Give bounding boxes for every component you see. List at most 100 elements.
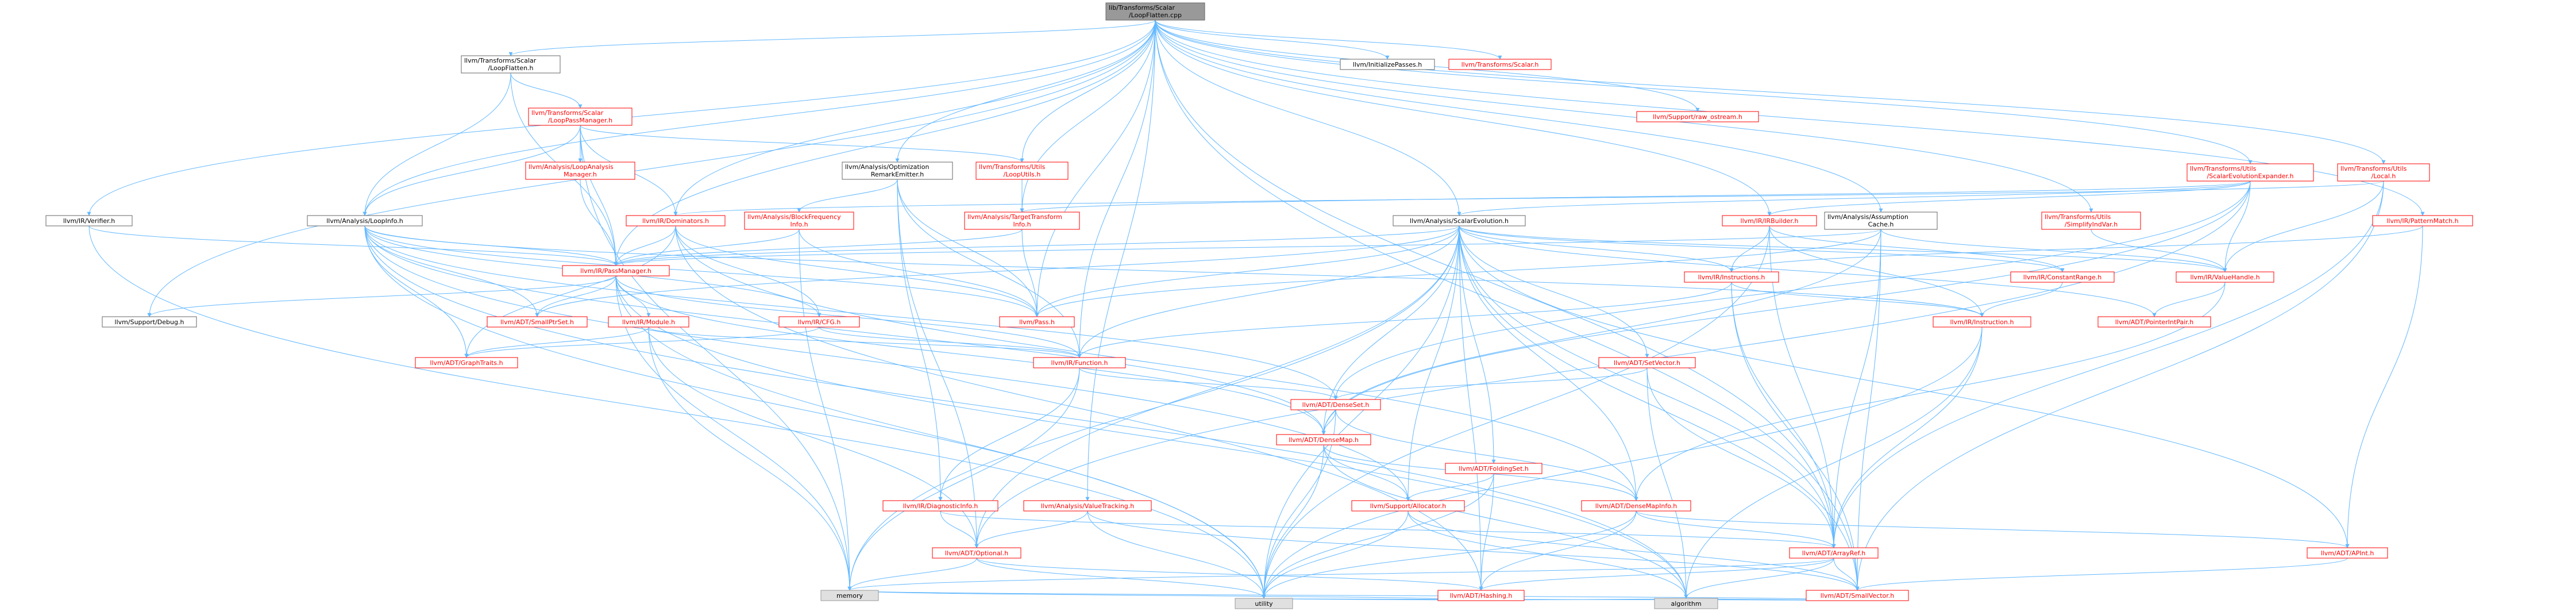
node-simplifyindvar[interactable]: llvm/Transforms/Utils/SimplifyIndVar.h — [2041, 212, 2141, 230]
node-label: llvm/ADT/DenseMap.h — [1289, 436, 1359, 444]
node-constantrange[interactable]: llvm/IR/ConstantRange.h — [2010, 271, 2115, 283]
edge-Instructions-to-Instruction — [1731, 282, 1984, 317]
node-label: llvm/IR/ValueHandle.h — [2190, 274, 2259, 281]
node-looputils[interactable]: llvm/Transforms/Utils/LoopUtils.h — [975, 162, 1069, 180]
node-patternmatch[interactable]: llvm/IR/PatternMatch.h — [2372, 215, 2473, 226]
node-module[interactable]: llvm/IR/Module.h — [608, 316, 689, 328]
node-passmanager[interactable]: llvm/IR/PassManager.h — [562, 265, 670, 276]
node-label: llvm/ADT/SmallVector.h — [1821, 592, 1895, 600]
edge-Local-to-SmallVector — [1855, 180, 2384, 591]
edge-Optional-to-memory — [847, 558, 977, 591]
node-diagnosticinfo[interactable]: llvm/IR/DiagnosticInfo.h — [882, 500, 998, 512]
node-box — [975, 162, 1069, 180]
node-smallvector[interactable]: llvm/ADT/SmallVector.h — [1806, 590, 1909, 601]
node-box — [461, 55, 561, 74]
edge-DenseSet-to-DenseMap — [1321, 409, 1336, 435]
node-instructions[interactable]: llvm/IR/Instructions.h — [1684, 271, 1779, 283]
node-box — [882, 500, 998, 512]
node-label: utility — [1255, 600, 1273, 608]
edge-ScalarEvolution-to-utility — [1262, 225, 1460, 599]
edge-PassManager-to-SmallPtrSet — [535, 275, 616, 317]
edge-root-to-Debug — [147, 20, 1156, 317]
edge-Function-to-DenseSet — [1079, 367, 1338, 400]
node-debug[interactable]: llvm/Support/Debug.h — [102, 316, 197, 328]
node-loopinfo[interactable]: llvm/Analysis/LoopInfo.h — [307, 215, 423, 226]
node-box — [1445, 463, 1542, 474]
node-root: lib/Transforms/Scalar/LoopFlatten.cpp — [1105, 2, 1205, 21]
node-box — [1824, 212, 1938, 230]
node-label: /LoopPassManager.h — [548, 117, 612, 124]
node-label: Manager.h — [564, 171, 597, 178]
node-looppassmanager[interactable]: llvm/Transforms/Scalar/LoopPassManager.h — [528, 107, 633, 126]
node-label: llvm/Analysis/ScalarEvolution.h — [1410, 217, 1509, 225]
edge-PassManager-to-DenseMap — [615, 275, 1326, 435]
node-seexpander[interactable]: llvm/Transforms/Utils/ScalarEvolutionExp… — [2186, 163, 2314, 182]
node-pass[interactable]: llvm/Pass.h — [999, 316, 1075, 328]
edge-root-to-SEExpander — [1155, 20, 2253, 164]
node-hashing[interactable]: llvm/ADT/Hashing.h — [1437, 590, 1525, 601]
edge-Allocator-to-algorithm — [1407, 510, 1688, 599]
edge-Dominators-to-GraphTraits — [464, 225, 676, 358]
node-box — [562, 265, 670, 276]
node-local[interactable]: llvm/Transforms/Utils/Local.h — [2337, 163, 2430, 182]
node-box — [1351, 500, 1465, 512]
edge-LoopPassManager-to-LoopInfo — [363, 125, 581, 216]
edge-root-to-AssumptionCache — [1155, 20, 1883, 213]
node-graphtraits[interactable]: llvm/ADT/GraphTraits.h — [415, 357, 518, 368]
edge-PatternMatch-to-Instructions — [1729, 225, 2423, 272]
node-scalarevolution[interactable]: llvm/Analysis/ScalarEvolution.h — [1393, 215, 1526, 226]
node-valuetracking[interactable]: llvm/Analysis/ValueTracking.h — [1023, 500, 1152, 512]
edge-LoopInfo-to-DenseMap — [364, 225, 1326, 435]
node-label: llvm/Transforms/Scalar.h — [1461, 61, 1539, 68]
node-label: llvm/ADT/DenseMapInfo.h — [1595, 502, 1678, 510]
node-box — [2372, 215, 2473, 226]
edge-PatternMatch-to-APInt — [2345, 225, 2423, 548]
node-box — [842, 162, 953, 180]
edge-OptRemark-to-Pass — [897, 179, 1039, 317]
edge-SEExpander-to-ScalarEvolution — [1457, 180, 2251, 216]
node-function[interactable]: llvm/IR/Function.h — [1033, 357, 1126, 368]
edge-ScalarEvolution-to-PassManager — [614, 225, 1460, 266]
edge-LoopPassManager-to-LoopUtils — [580, 125, 1024, 163]
node-cfg[interactable]: llvm/IR/CFG.h — [778, 316, 860, 328]
edge-SEExpander-to-TTI — [1020, 180, 2251, 213]
node-scalar-h[interactable]: llvm/Transforms/Scalar.h — [1448, 59, 1552, 70]
edge-LoopInfo-to-Pass — [364, 225, 1039, 317]
edge-ArrayRef-to-algorithm — [1684, 558, 1834, 599]
node-box — [415, 357, 518, 368]
node-allocator[interactable]: llvm/Support/Allocator.h — [1351, 500, 1465, 512]
edge-DenseMap-to-Allocator — [1323, 444, 1410, 501]
node-apint[interactable]: llvm/ADT/APInt.h — [2307, 547, 2388, 559]
edge-LoopAnalysisManager-to-PassManager — [580, 179, 618, 266]
node-initializepasses[interactable]: llvm/InitializePasses.h — [1340, 59, 1435, 70]
node-densemap[interactable]: llvm/ADT/DenseMap.h — [1276, 434, 1371, 445]
node-dominators[interactable]: llvm/IR/Dominators.h — [626, 215, 726, 226]
node-smallptrset[interactable]: llvm/ADT/SmallPtrSet.h — [487, 316, 588, 328]
node-box — [45, 215, 133, 226]
node-loopflatten-h[interactable]: llvm/Transforms/Scalar/LoopFlatten.h — [461, 55, 561, 74]
node-pointerintpair[interactable]: llvm/ADT/PointerIntPair.h — [2097, 316, 2211, 328]
node-densemapinfo[interactable]: llvm/ADT/DenseMapInfo.h — [1581, 500, 1691, 512]
node-setvector[interactable]: llvm/ADT/SetVector.h — [1598, 357, 1696, 368]
node-optional[interactable]: llvm/ADT/Optional.h — [932, 547, 1021, 559]
edge-ValueTracking-to-Optional — [974, 510, 1088, 548]
node-arrayref[interactable]: llvm/ADT/ArrayRef.h — [1789, 547, 1879, 559]
node-valuehandle[interactable]: llvm/IR/ValueHandle.h — [2176, 271, 2274, 283]
node-box — [307, 215, 423, 226]
edge-root-to-SmallVector — [1155, 20, 1860, 591]
edge-DenseMap-to-algorithm — [1323, 444, 1688, 599]
node-instruction[interactable]: llvm/IR/Instruction.h — [1933, 316, 2031, 328]
node-foldingset[interactable]: llvm/ADT/FoldingSet.h — [1445, 463, 1542, 474]
node-verifier[interactable]: llvm/IR/Verifier.h — [45, 215, 133, 226]
edge-ScalarEvolution-to-ConstantRange — [1459, 225, 2065, 272]
edge-Instruction-to-ArrayRef — [1831, 326, 1983, 548]
edge-BFI-to-PassManager — [614, 229, 800, 266]
node-irbuilder[interactable]: llvm/IR/IRBuilder.h — [1722, 215, 1817, 226]
node-optremark[interactable]: llvm/Analysis/OptimizationRemarkEmitter.… — [842, 162, 953, 180]
node-denseset[interactable]: llvm/ADT/DenseSet.h — [1290, 399, 1381, 410]
node-raw-ostream[interactable]: llvm/Support/raw_ostream.h — [1636, 111, 1759, 122]
